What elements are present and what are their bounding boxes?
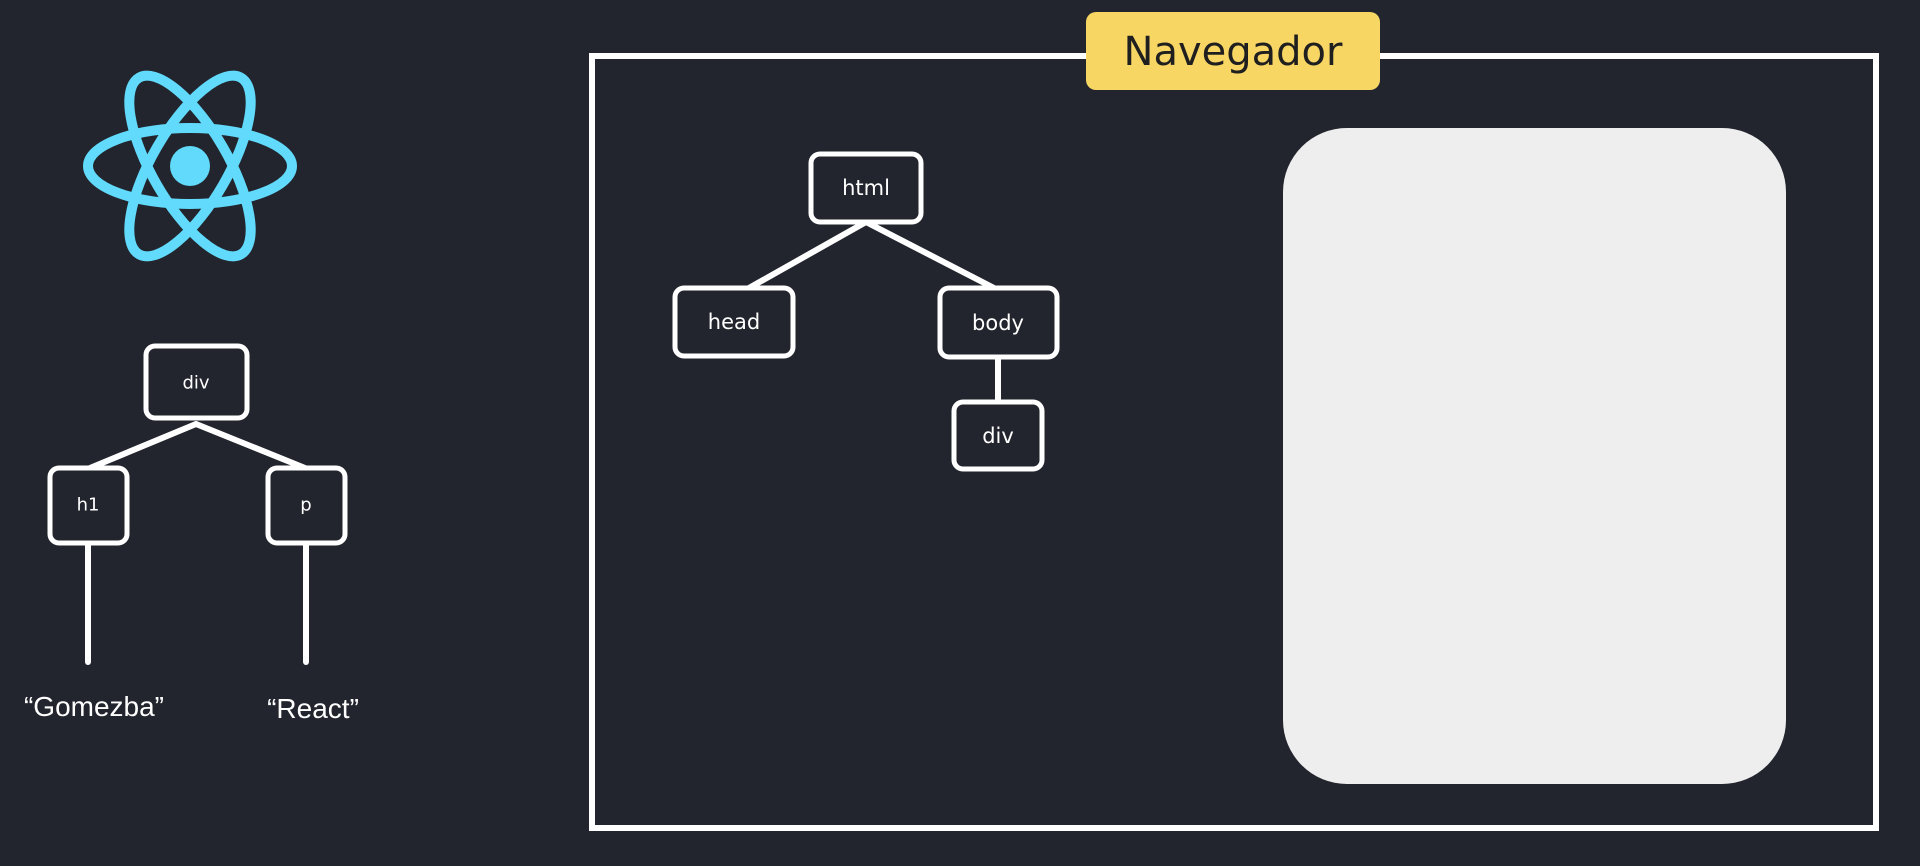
dom-node-head: head bbox=[672, 285, 796, 359]
edge-div-p bbox=[193, 421, 308, 471]
dom-node-body: body bbox=[937, 285, 1060, 360]
react-node-p: p bbox=[265, 465, 348, 546]
browser-title: Navegador bbox=[1124, 29, 1343, 75]
dom-node-head-label: head bbox=[708, 310, 760, 334]
react-node-h1: h1 bbox=[47, 465, 130, 546]
edge-div-h1 bbox=[87, 421, 199, 471]
dom-node-body-label: body bbox=[972, 311, 1024, 335]
edge-html-head bbox=[746, 219, 869, 291]
react-element-tree: div h1 p “Gomezba” “React” bbox=[24, 343, 359, 724]
dom-node-div: div bbox=[951, 399, 1045, 472]
react-node-div: div bbox=[143, 343, 250, 421]
browser-title-badge: Navegador bbox=[1086, 12, 1380, 90]
browser-viewport bbox=[1283, 128, 1786, 784]
dom-node-html-label: html bbox=[842, 176, 890, 200]
edge-html-body bbox=[863, 219, 997, 291]
react-node-p-label: p bbox=[300, 495, 311, 516]
react-node-div-label: div bbox=[182, 373, 209, 394]
react-logo-icon bbox=[83, 70, 297, 262]
dom-node-html: html bbox=[808, 151, 924, 225]
react-text-react: “React” bbox=[267, 693, 359, 724]
react-text-gomezba: “Gomezba” bbox=[24, 691, 164, 722]
react-node-h1-label: h1 bbox=[77, 495, 100, 516]
dom-tree: html head body div bbox=[672, 151, 1060, 472]
dom-node-div-label: div bbox=[982, 424, 1014, 448]
